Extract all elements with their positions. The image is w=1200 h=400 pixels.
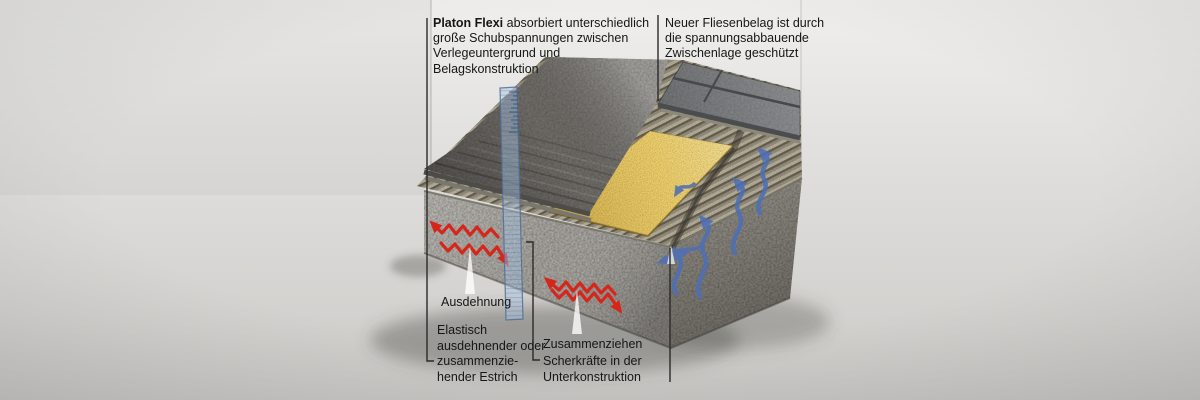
brand-name: Platon Flexi	[433, 16, 504, 30]
membrane-sheet	[547, 130, 734, 238]
tile-covering	[657, 61, 801, 144]
callout-line: große Schubspannungen zwischen	[433, 31, 629, 46]
callout-line: Zwischenlage geschützt	[665, 46, 799, 61]
tile-bed-edge	[660, 108, 801, 144]
callout-line: Verlegeuntergrund und	[433, 46, 561, 61]
pointer-wedge	[572, 290, 582, 334]
callout-line: ausdehnender oder	[437, 338, 546, 353]
callout-line: hender Estrich	[437, 369, 518, 384]
tile-joint	[672, 76, 801, 109]
callout-line: Belagskonstruktion	[433, 61, 539, 76]
label-ausdehnung: Ausdehnung	[441, 295, 511, 310]
concrete-base	[423, 178, 802, 350]
callout-fliesenbelag: Neuer Fliesenbelag ist durch die spannun…	[665, 16, 824, 62]
leader-platon-estrich	[426, 18, 434, 362]
leader-scherkraefte	[526, 241, 540, 361]
ruler-icon	[499, 86, 524, 321]
pointer-wedge	[465, 246, 475, 294]
callout-platon-flexi: Platon Flexi absorbiert unterschiedlich …	[433, 16, 649, 77]
callout-line: Zusammenziehen	[543, 337, 643, 351]
callout-line: Neuer Fliesenbelag ist durch	[665, 16, 825, 30]
label-zusammenziehen: Zusammenziehen	[543, 337, 642, 352]
callout-estrich: Elastisch ausdehnender oder zusammenzie-…	[437, 323, 545, 385]
callout-line: Unterkonstruktion	[543, 369, 641, 384]
callout-line: Elastisch	[437, 323, 488, 337]
expansion-arrows-icon	[429, 220, 509, 267]
pointer-wedge	[667, 245, 675, 264]
callout-line: zusammenzie-	[437, 354, 519, 368]
wall-left-plane	[0, 0, 431, 195]
callout-line: Ausdehnung	[441, 295, 512, 309]
leader-lines	[426, 15, 671, 382]
callout-line: die spannungsabbauende	[665, 31, 809, 46]
pointer-wedges	[465, 245, 675, 334]
callout-line: Scherkräfte in der	[543, 354, 642, 368]
tile-edge	[657, 102, 801, 141]
callout-scherkraefte: Scherkräfte in der Unterkonstruktion	[543, 354, 642, 385]
contraction-arrows-icon	[543, 277, 623, 314]
tile-joint	[703, 69, 723, 103]
callout-line: Platon Flexi absorbiert unterschiedlich	[433, 16, 650, 30]
